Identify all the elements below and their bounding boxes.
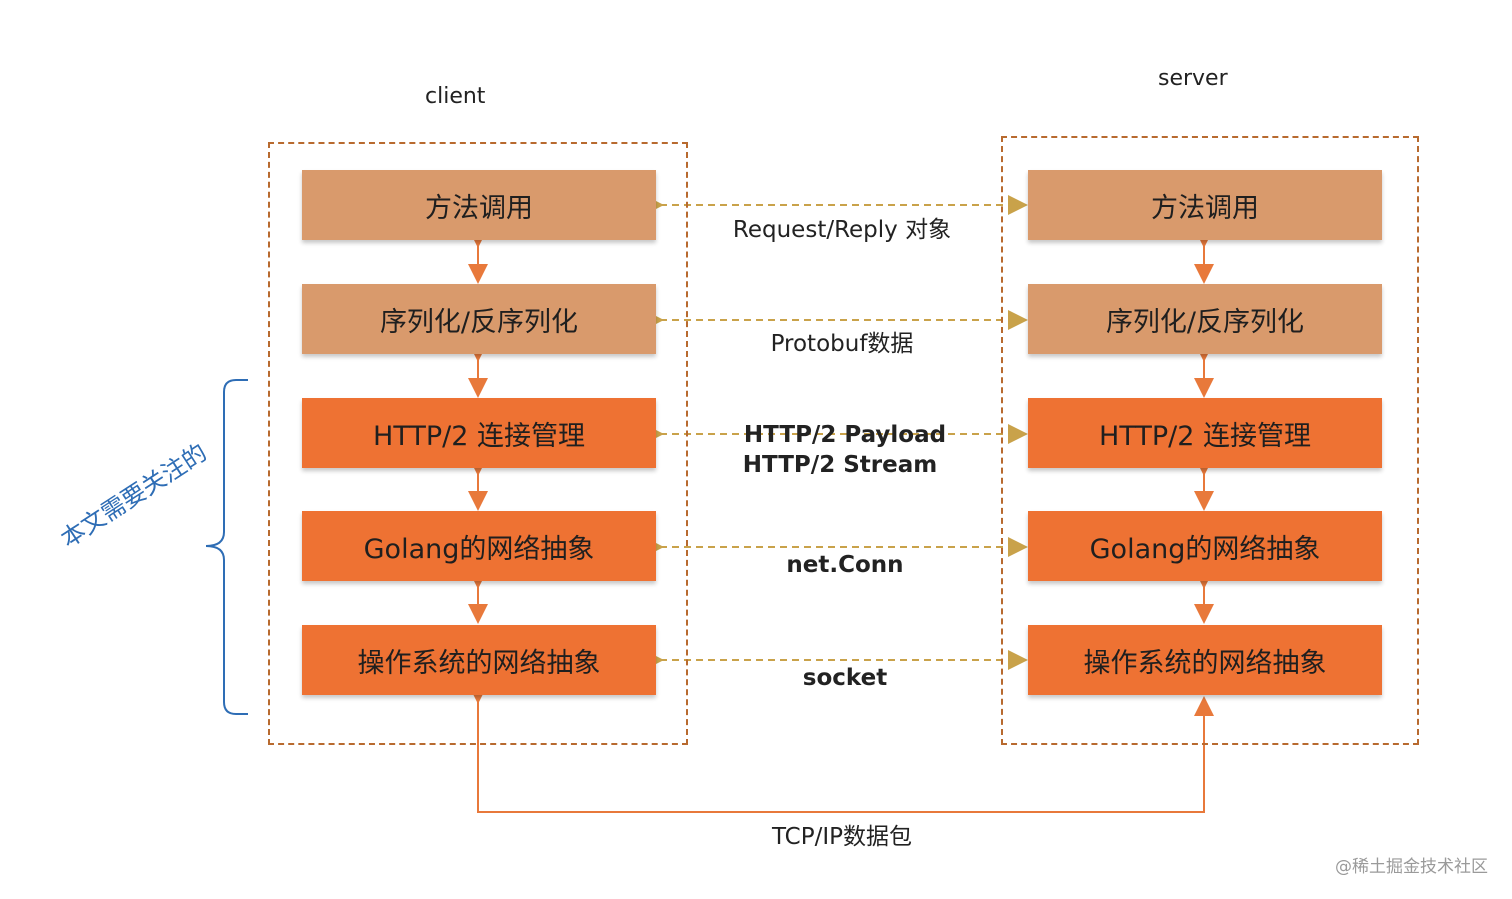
client-layer-http2: HTTP/2 连接管理 bbox=[302, 398, 656, 468]
label-net-conn: net.Conn bbox=[786, 552, 904, 578]
tcp-ip-connection bbox=[468, 684, 1214, 813]
label-socket: socket bbox=[802, 665, 888, 691]
client-title: client bbox=[425, 84, 486, 109]
server-layer-method-call: 方法调用 bbox=[1028, 170, 1382, 240]
server-title: server bbox=[1158, 66, 1228, 91]
label-request-reply: Request/Reply 对象 bbox=[732, 217, 952, 243]
label-protobuf: Protobuf数据 bbox=[770, 331, 914, 357]
client-layer-method-call: 方法调用 bbox=[302, 170, 656, 240]
watermark: @稀土掘金技术社区 bbox=[1335, 857, 1488, 877]
server-layer-os-net: 操作系统的网络抽象 bbox=[1028, 625, 1382, 695]
server-layer-serialization: 序列化/反序列化 bbox=[1028, 284, 1382, 354]
client-layer-os-net: 操作系统的网络抽象 bbox=[302, 625, 656, 695]
label-http2-payload: HTTP/2 Payload bbox=[743, 422, 947, 448]
client-frame bbox=[268, 142, 688, 745]
label-http2-stream: HTTP/2 Stream bbox=[742, 452, 938, 478]
client-layer-serialization: 序列化/反序列化 bbox=[302, 284, 656, 354]
server-layer-golang-net: Golang的网络抽象 bbox=[1028, 511, 1382, 581]
server-frame bbox=[1001, 136, 1419, 745]
label-tcp-ip: TCP/IP数据包 bbox=[771, 824, 913, 850]
server-layer-http2: HTTP/2 连接管理 bbox=[1028, 398, 1382, 468]
client-layer-golang-net: Golang的网络抽象 bbox=[302, 511, 656, 581]
focus-bracket bbox=[205, 379, 248, 715]
